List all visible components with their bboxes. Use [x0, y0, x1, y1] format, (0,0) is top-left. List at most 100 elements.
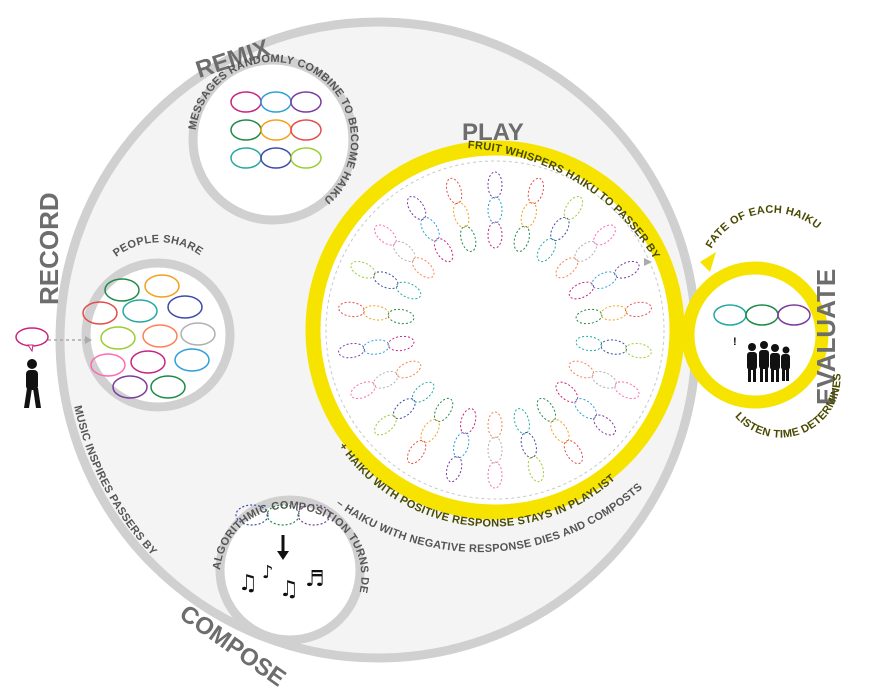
svg-text:♪: ♪ — [262, 562, 274, 583]
evaluate-ring: ! — [681, 252, 829, 409]
playlist-haiku-bubble — [487, 461, 503, 489]
composed-bubble — [266, 504, 300, 526]
playlist-haiku-bubble — [625, 342, 652, 359]
playlist-haiku-bubble — [350, 381, 376, 400]
stage-title-play: PLAY — [462, 119, 524, 146]
playlist-haiku-bubble — [460, 225, 477, 252]
playlist-haiku-bubble — [453, 431, 470, 459]
playlist-haiku-bubble — [600, 305, 628, 321]
shared-message-bubble — [180, 322, 216, 346]
playlist-haiku-bubble — [395, 281, 422, 300]
playlist-haiku-bubble — [373, 370, 399, 389]
playlist-haiku-bubble — [453, 201, 470, 229]
playlist-haiku-bubble — [387, 335, 415, 352]
composed-bubble — [235, 504, 269, 526]
compose-circle: ♫ ♪ ♫ ♬ — [215, 495, 365, 645]
playlist-haiku-bubble — [487, 436, 503, 464]
stage-title-record: RECORD — [34, 192, 64, 305]
shared-message-bubble — [174, 348, 210, 372]
flow-arrows — [48, 258, 652, 344]
remix-bubble-grid — [230, 91, 322, 169]
shared-message-bubble — [167, 295, 203, 319]
remix-bubble — [290, 119, 322, 141]
playlist-haiku-bubble — [433, 397, 454, 422]
playlist-haiku-bubble — [568, 360, 595, 379]
playlist-haiku-bubble — [411, 381, 435, 403]
playlist-haiku-bubble — [362, 339, 390, 355]
playlist-haiku-bubble — [563, 439, 584, 465]
record-message-bubble — [15, 327, 49, 353]
shared-message-bubble — [144, 274, 180, 298]
standing-person-icon — [24, 359, 41, 408]
shared-message-bubble — [142, 324, 178, 348]
playlist-haiku-bubble — [487, 221, 503, 249]
playlist-haiku-bubble — [575, 308, 603, 325]
evaluated-bubble — [777, 304, 811, 326]
shared-message-bubble — [130, 350, 166, 374]
playlist-haiku-bubble — [575, 335, 603, 352]
playlist-haiku-bubble — [406, 439, 427, 465]
exclamation-mark: ! — [733, 336, 737, 348]
playlist-haiku-bubble — [373, 271, 399, 290]
playlist-haiku-bubble — [536, 397, 557, 422]
svg-text:♫: ♫ — [238, 571, 258, 596]
svg-text:♫: ♫ — [279, 577, 299, 602]
playlist-haiku-bubble — [593, 224, 616, 246]
playlist-haiku-bubble — [574, 240, 598, 262]
shared-message-bubble — [100, 326, 136, 350]
stage-title-evaluate: EVALUATE — [811, 269, 841, 405]
playlist-haiku-bubble — [520, 431, 537, 459]
playlist-haiku-bubble — [460, 408, 477, 435]
group-of-people-icon — [747, 341, 790, 382]
playlist-haiku-bubble — [527, 455, 545, 483]
playlist-haiku-bubble — [338, 301, 365, 318]
playlist-haiku-bubble — [392, 398, 416, 420]
remix-bubble — [290, 147, 322, 169]
playlist-haiku-bubble — [555, 381, 579, 403]
playlist-haiku-bubble — [445, 177, 463, 205]
shared-message-bubble — [104, 278, 140, 302]
shared-message-bubble — [122, 299, 158, 323]
playlist-haiku-bubble — [574, 398, 598, 420]
playlist-haiku-bubble — [625, 301, 652, 318]
music-notes-icon: ♫ ♪ ♫ ♬ — [238, 562, 325, 602]
svg-text:♬: ♬ — [305, 567, 325, 592]
evaluated-haiku-bubbles — [713, 304, 811, 326]
playlist-haiku-bubble — [387, 308, 415, 325]
composed-haiku-bubbles — [235, 504, 331, 526]
playlist-haiku-bubble — [420, 418, 440, 444]
remix-bubble — [290, 91, 322, 113]
composed-bubble — [297, 504, 331, 526]
playlist-haiku-bubble — [513, 408, 530, 435]
playlist-haiku-bubble — [487, 171, 503, 199]
playlist-haiku-bubble — [362, 305, 390, 321]
playlist-haiku-bubble — [487, 411, 503, 439]
down-arrow-icon — [277, 535, 289, 560]
remix-circle — [188, 55, 358, 225]
playlist-haiku-bubble — [563, 195, 584, 221]
shared-message-bubble — [90, 353, 126, 377]
playlist-haiku-bubble — [338, 342, 365, 359]
playlist-haiku-bubble — [550, 216, 570, 242]
playlist-haiku-bubble — [593, 414, 616, 436]
playlist-haiku-bubble — [395, 360, 422, 379]
playlist-haiku-bubble — [600, 339, 628, 355]
playlist-haiku-bubble — [550, 418, 570, 444]
playlist-haiku-bubble — [487, 196, 503, 224]
people-share-circle — [81, 258, 235, 412]
playlist-haiku-bubble — [591, 370, 617, 389]
playlist-haiku-bubble — [374, 414, 397, 436]
playlist-haiku-bubble — [614, 381, 640, 400]
play-ring — [305, 140, 685, 520]
playlist-haiku-bubble — [350, 260, 376, 279]
playlist-haiku-bubble — [555, 257, 579, 279]
playlist-haiku-bubble — [536, 238, 557, 263]
shared-message-bubble — [150, 375, 186, 399]
playlist-haiku-bubble — [445, 455, 463, 483]
shared-message-bubble — [82, 301, 118, 325]
evaluate-caption-top: FATE OF EACH HAIKU — [704, 204, 823, 251]
share-bubble-grid — [82, 274, 216, 399]
playlist-haiku-bubble — [411, 257, 435, 279]
shared-message-bubble — [112, 375, 148, 399]
